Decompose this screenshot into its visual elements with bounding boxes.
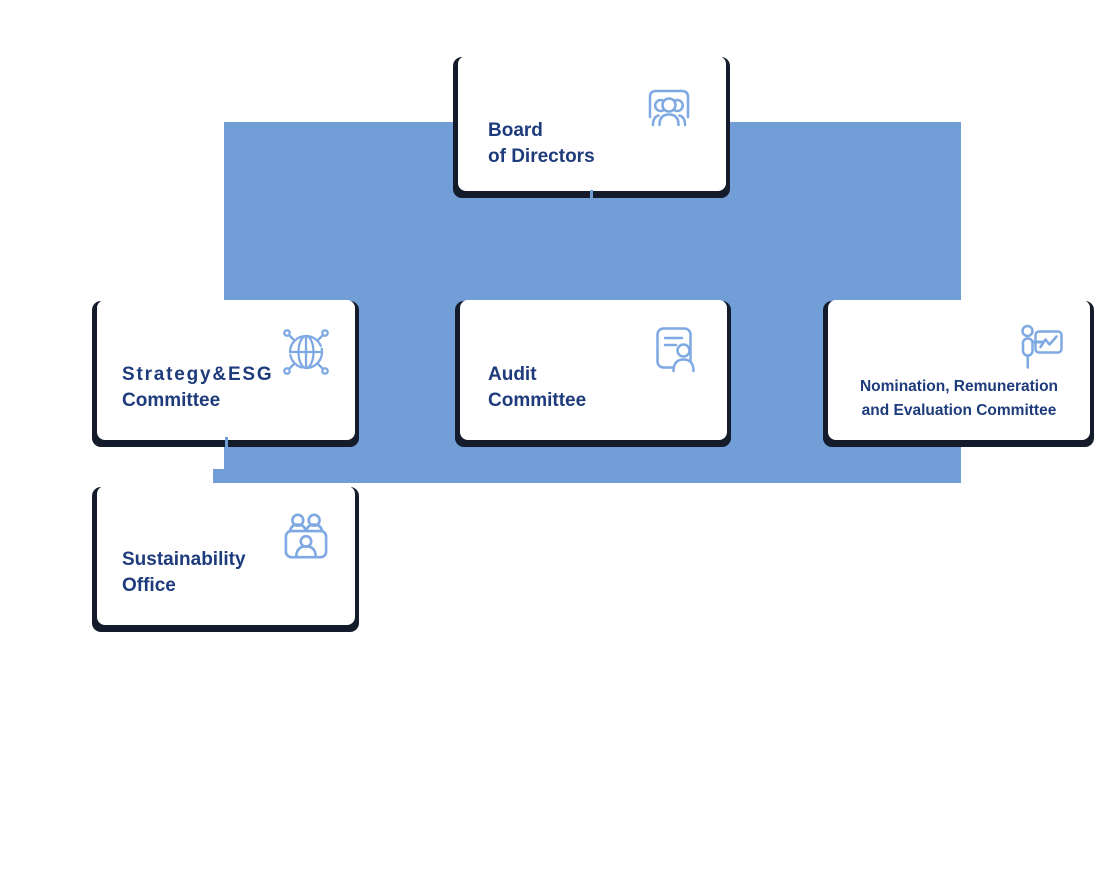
node-audit-committee: Audit Committee	[455, 300, 731, 447]
node-strategy-esg-committee: Strategy&ESG Committee	[92, 300, 359, 447]
node-nomination-committee: Nomination, Remuneration and Evaluation …	[823, 300, 1094, 447]
card-title-line2: Committee	[122, 390, 221, 411]
card-title-line1: Strategy&ESG	[122, 364, 274, 385]
card-title-line2: Office	[122, 575, 176, 596]
card-title: Board of Directors	[488, 118, 595, 170]
card-nomination-committee: Nomination, Remuneration and Evaluation …	[828, 300, 1090, 440]
card-title-line1: Audit	[488, 364, 537, 385]
card-audit-committee: Audit Committee	[460, 300, 727, 440]
meeting-group-icon	[281, 511, 331, 561]
global-network-icon	[277, 321, 335, 379]
card-title-line1: Sustainability	[122, 549, 246, 570]
profile-document-icon	[653, 324, 699, 374]
card-title-line1: Nomination, Remuneration	[859, 378, 1059, 395]
connector-bar	[213, 469, 961, 483]
node-board-of-directors: Board of Directors	[453, 56, 730, 198]
card-title-line2: and Evaluation Committee	[861, 402, 1057, 419]
presenter-chart-icon	[1015, 322, 1065, 374]
card-title: Audit Committee	[488, 362, 586, 414]
card-sustainability-office: Sustainability Office	[97, 486, 355, 625]
card-title-line2: of Directors	[488, 146, 595, 167]
connector-stub-board	[590, 190, 593, 202]
node-sustainability-office: Sustainability Office	[92, 486, 359, 632]
card-strategy-esg-committee: Strategy&ESG Committee	[97, 300, 355, 440]
card-title-line2: Committee	[488, 390, 587, 411]
card-title-line1: Board	[488, 120, 543, 141]
card-board-of-directors: Board of Directors	[458, 56, 726, 191]
card-title: Strategy&ESG Committee	[122, 362, 273, 414]
card-title: Sustainability Office	[122, 547, 246, 599]
card-title: Nomination, Remuneration and Evaluation …	[828, 375, 1090, 423]
connector-stub-strategy	[225, 437, 228, 449]
board-meeting-icon	[645, 84, 693, 128]
